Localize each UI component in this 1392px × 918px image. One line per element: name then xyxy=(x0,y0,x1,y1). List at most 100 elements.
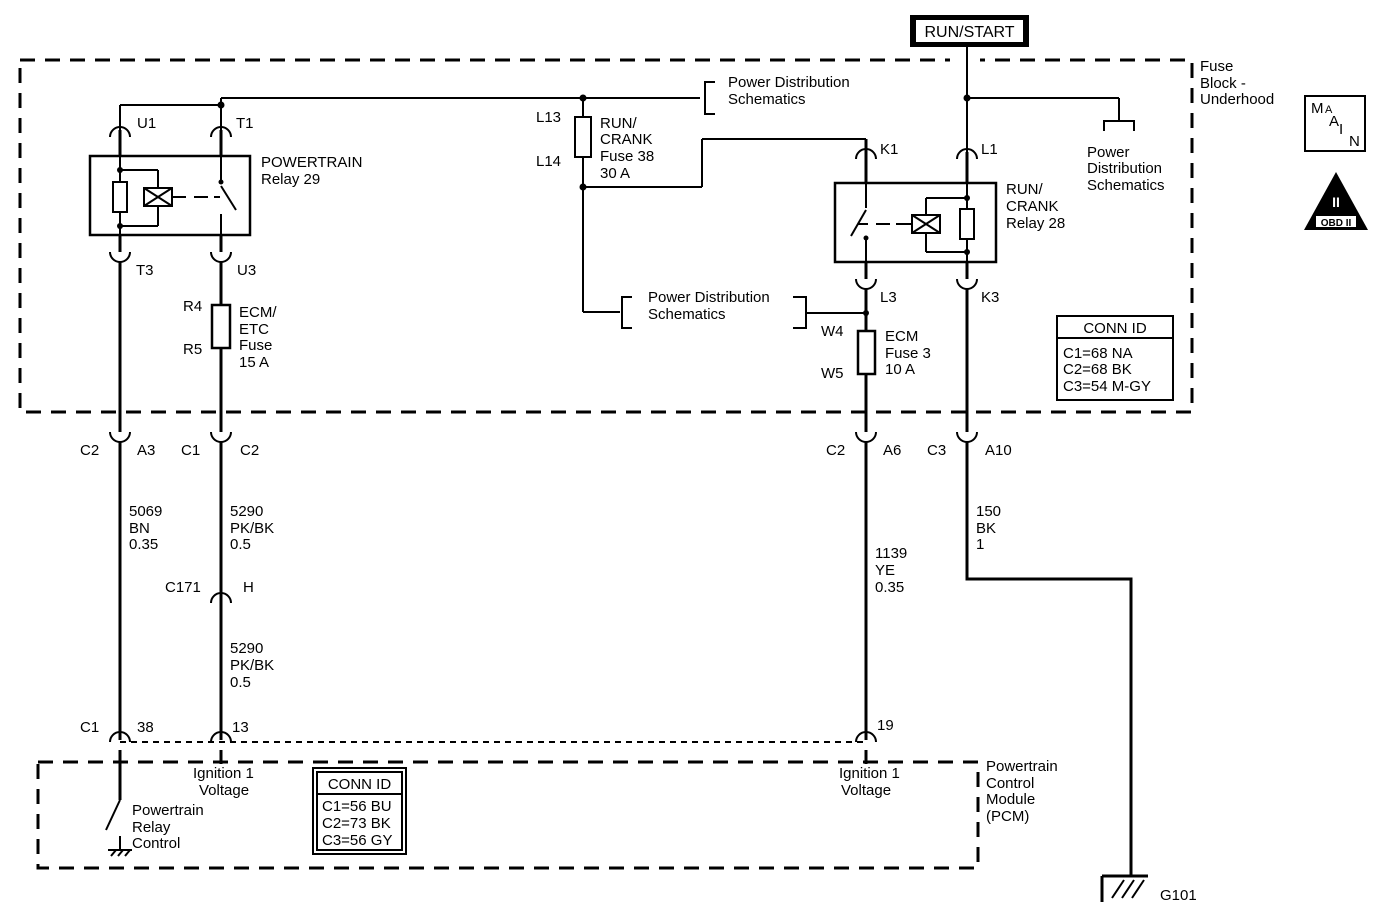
svg-text:Voltage: Voltage xyxy=(199,782,249,799)
svg-text:0.35: 0.35 xyxy=(129,536,158,553)
svg-text:0.5: 0.5 xyxy=(230,674,251,691)
svg-text:CRANK: CRANK xyxy=(600,131,653,148)
svg-text:H: H xyxy=(243,579,254,596)
svg-text:Control: Control xyxy=(132,835,180,852)
svg-text:C2: C2 xyxy=(80,442,99,459)
svg-text:Power Distribution: Power Distribution xyxy=(648,289,770,306)
svg-text:5069: 5069 xyxy=(129,503,162,520)
obd-ii-badge-icon: II OBD II xyxy=(1304,172,1368,230)
powertrain-relay-name-1: POWERTRAIN xyxy=(261,154,362,171)
run-start-source: RUN/START xyxy=(910,15,1029,47)
svg-text:ECM/: ECM/ xyxy=(239,304,277,321)
wire-1139: 1139 YE 0.35 xyxy=(864,442,907,740)
pcm-ignition-right: Ignition 1 Voltage xyxy=(839,765,900,799)
svg-text:PK/BK: PK/BK xyxy=(230,520,274,537)
svg-text:L13: L13 xyxy=(536,109,561,126)
pcm-conn-id: CONN ID C1=56 BU C2=73 BK C3=56 GY xyxy=(312,767,407,855)
svg-text:10 A: 10 A xyxy=(885,361,915,378)
svg-text:OBD II: OBD II xyxy=(1321,218,1352,229)
svg-text:U3: U3 xyxy=(237,262,256,279)
run-start-feed xyxy=(963,47,1120,152)
ecm-fuse-3: W4 W5 ECM Fuse 3 10 A xyxy=(821,289,931,432)
svg-text:C3: C3 xyxy=(927,442,946,459)
svg-text:Relay: Relay xyxy=(132,819,171,836)
svg-text:PK/BK: PK/BK xyxy=(230,657,274,674)
svg-text:C2: C2 xyxy=(826,442,845,459)
svg-text:N: N xyxy=(1349,133,1360,150)
svg-text:A: A xyxy=(1325,104,1333,116)
svg-text:RUN/: RUN/ xyxy=(1006,181,1043,198)
svg-text:RUN/: RUN/ xyxy=(600,115,637,132)
svg-text:C171: C171 xyxy=(165,579,201,596)
run-crank-relay-28: K1 L1 L3 K3 RUN/ CRANK Relay 28 xyxy=(833,139,1065,306)
svg-text:C1=56 BU: C1=56 BU xyxy=(322,798,392,815)
svg-text:K1: K1 xyxy=(880,141,898,158)
svg-text:Module: Module xyxy=(986,791,1035,808)
svg-text:C3=54 M-GY: C3=54 M-GY xyxy=(1063,378,1151,395)
svg-text:CONN ID: CONN ID xyxy=(1083,320,1147,337)
svg-text:15 A: 15 A xyxy=(239,354,269,371)
svg-text:Power Distribution: Power Distribution xyxy=(728,74,850,91)
fuse-block-boundary xyxy=(18,58,1194,414)
svg-text:A10: A10 xyxy=(985,442,1012,459)
svg-text:Fuse 38: Fuse 38 xyxy=(600,148,654,165)
svg-text:Schematics: Schematics xyxy=(1087,177,1165,194)
svg-text:A6: A6 xyxy=(883,442,901,459)
svg-text:0.35: 0.35 xyxy=(875,579,904,596)
svg-text:30 A: 30 A xyxy=(600,165,630,182)
power-distribution-mid: Power Distribution Schematics xyxy=(621,289,869,329)
svg-text:T1: T1 xyxy=(236,115,254,132)
fuse-block-conn-id: CONN ID C1=68 NA C2=68 BK C3=54 M-GY xyxy=(1056,315,1174,401)
relay-control-switch-icon xyxy=(105,799,132,857)
svg-text:1: 1 xyxy=(976,536,984,553)
power-distribution-right: Power Distribution Schematics xyxy=(1087,120,1165,194)
top-bus-wire xyxy=(119,97,700,130)
svg-text:Ignition 1: Ignition 1 xyxy=(193,765,254,782)
wire-5290-lower: 5290 PK/BK 0.5 xyxy=(219,622,274,740)
svg-text:K3: K3 xyxy=(981,289,999,306)
svg-text:Fuse 3: Fuse 3 xyxy=(885,345,931,362)
svg-text:5290: 5290 xyxy=(230,640,263,657)
svg-text:L14: L14 xyxy=(536,153,561,170)
svg-text:C1=68 NA: C1=68 NA xyxy=(1063,345,1133,362)
svg-text:Ignition 1: Ignition 1 xyxy=(839,765,900,782)
svg-text:1139: 1139 xyxy=(875,545,907,562)
svg-text:II: II xyxy=(1332,194,1340,210)
powertrain-relay-29: U1 T1 T3 U3 POWERTRAIN Relay 29 xyxy=(88,115,362,279)
ground-g101-icon xyxy=(1100,868,1148,902)
svg-text:R5: R5 xyxy=(183,341,202,358)
power-distribution-top: Power Distribution Schematics xyxy=(704,74,850,115)
svg-text:ECM: ECM xyxy=(885,328,918,345)
svg-text:0.5: 0.5 xyxy=(230,536,251,553)
svg-text:Powertrain: Powertrain xyxy=(986,758,1058,775)
svg-text:CONN ID: CONN ID xyxy=(328,776,392,793)
svg-text:C1: C1 xyxy=(80,719,99,736)
fuse-block-label-3: Underhood xyxy=(1200,91,1274,108)
main-badge-icon: M A A I N xyxy=(1304,95,1366,152)
svg-text:C2: C2 xyxy=(240,442,259,459)
svg-text:C3=56 GY: C3=56 GY xyxy=(322,832,392,849)
c171-inline-connector: C171 H xyxy=(165,579,254,622)
ground-label: G101 xyxy=(1160,887,1197,904)
svg-text:W4: W4 xyxy=(821,323,844,340)
svg-text:(PCM): (PCM) xyxy=(986,808,1029,825)
svg-text:150: 150 xyxy=(976,503,1001,520)
svg-text:M: M xyxy=(1311,100,1324,117)
wire-5290: 5290 PK/BK 0.5 xyxy=(219,442,274,593)
svg-text:BK: BK xyxy=(976,520,996,537)
svg-text:19: 19 xyxy=(877,717,894,734)
ecm-etc-fuse: R4 R5 ECM/ ETC Fuse 15 A xyxy=(183,262,277,432)
pcm-ignition-left: Ignition 1 Voltage xyxy=(193,765,254,799)
pcm-connector-row: C1 38 13 19 xyxy=(80,717,894,743)
svg-text:Power: Power xyxy=(1087,144,1130,161)
pcm-label: Powertrain Control Module (PCM) xyxy=(986,758,1058,825)
svg-text:C1: C1 xyxy=(181,442,200,459)
run-start-label: RUN/START xyxy=(924,24,1014,41)
svg-text:W5: W5 xyxy=(821,365,844,382)
svg-text:Schematics: Schematics xyxy=(728,91,806,108)
fuse-block-label-2: Block - xyxy=(1200,75,1246,92)
run-crank-fuse-38: L13 L14 RUN/ CRANK Fuse 38 30 A xyxy=(536,94,866,313)
svg-text:Powertrain: Powertrain xyxy=(132,802,204,819)
svg-text:13: 13 xyxy=(232,719,249,736)
